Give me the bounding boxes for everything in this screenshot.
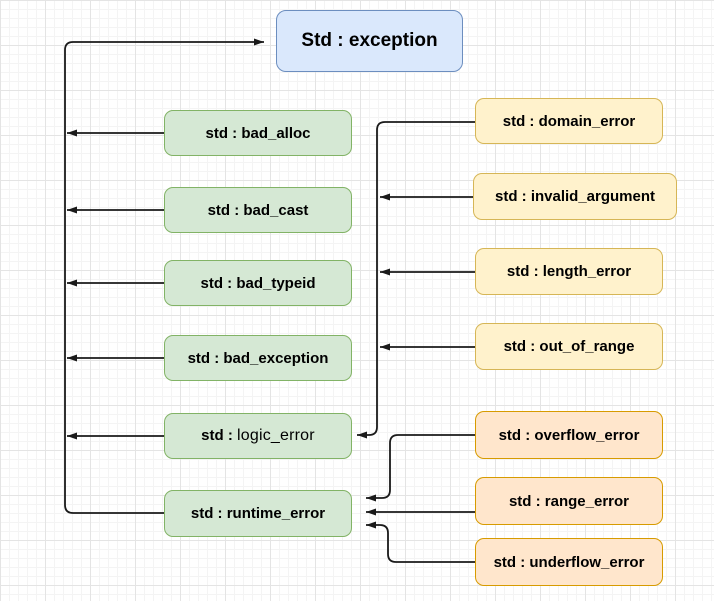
node-std-exception-label: Std : exception [301,30,438,51]
node-out-of-range[interactable]: std : out_of_range [475,323,663,370]
node-length-error[interactable]: std : length_error [475,248,663,295]
node-underflow-error-label: std : underflow_error [493,553,645,571]
edge-overflow-error-to-runtime[interactable] [366,434,475,502]
node-logic-error[interactable]: std : logic_error [164,413,352,459]
node-overflow-error-label: std : overflow_error [498,426,640,444]
node-invalid-argument[interactable]: std : invalid_argument [473,173,677,220]
node-bad-exception-label: std : bad_exception [187,349,329,367]
node-bad-exception[interactable]: std : bad_exception [164,335,352,381]
node-bad-alloc-label: std : bad_alloc [205,124,311,142]
node-bad-typeid[interactable]: std : bad_typeid [164,260,352,306]
node-bad-cast[interactable]: std : bad_cast [164,187,352,233]
node-bad-alloc[interactable]: std : bad_alloc [164,110,352,156]
node-runtime-error-label: std : runtime_error [190,505,326,522]
node-length-error-label: std : length_error [506,263,632,280]
node-domain-error[interactable]: std : domain_error [475,98,663,144]
node-bad-cast-label: std : bad_cast [207,201,309,219]
node-overflow-error[interactable]: std : overflow_error [475,411,663,459]
node-bad-typeid-label: std : bad_typeid [200,274,316,292]
edge-domain-error-to-logic-error[interactable] [357,121,475,439]
node-invalid-argument-label: std : invalid_argument [494,188,656,205]
node-out-of-range-label: std : out_of_range [503,338,635,355]
edge-underflow-error-to-runtime[interactable] [366,521,475,563]
node-runtime-error[interactable]: std : runtime_error [164,490,352,537]
edge-runtime-error-to-exception[interactable] [64,38,264,514]
node-range-error[interactable]: std : range_error [475,477,663,525]
node-domain-error-label: std : domain_error [502,112,636,130]
node-logic-error-label: std : logic_error [201,427,315,444]
node-underflow-error[interactable]: std : underflow_error [475,538,663,586]
node-range-error-label: std : range_error [508,492,630,510]
node-std-exception[interactable]: Std : exception [276,10,463,72]
